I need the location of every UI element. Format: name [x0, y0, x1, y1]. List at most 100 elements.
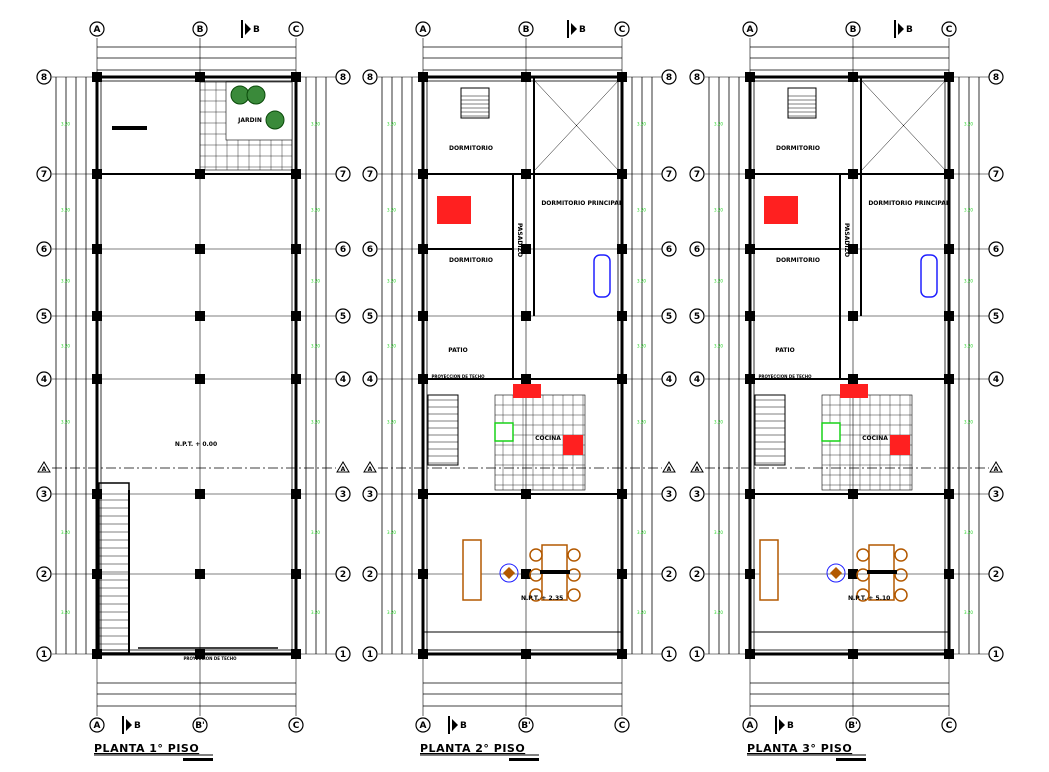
- structural-column: [745, 649, 755, 659]
- dimension-text: 3.20: [311, 122, 320, 127]
- section-triangle-icon: [662, 461, 676, 473]
- axis-label: 2: [694, 570, 700, 580]
- section-triangle-icon: [363, 461, 377, 473]
- section-label: A: [695, 466, 700, 473]
- structural-column: [848, 72, 858, 82]
- plan-title: PLANTA 3° PISO: [747, 742, 852, 755]
- structural-column: [291, 649, 301, 659]
- plan-title: PLANTA 1° PISO: [94, 742, 199, 755]
- axis-label: 4: [666, 375, 672, 385]
- axis-label: B': [195, 721, 205, 731]
- structural-column: [745, 569, 755, 579]
- axis-label: 2: [340, 570, 346, 580]
- axis-label: 6: [340, 245, 346, 255]
- axis-label: 3: [694, 490, 700, 500]
- plant-icon: [826, 563, 846, 583]
- axis-label: 5: [41, 312, 47, 322]
- axis-bubble: [362, 371, 378, 387]
- dimension-text: 3.20: [387, 122, 396, 127]
- axis-label: C: [619, 721, 626, 731]
- axis-bubble: [362, 166, 378, 182]
- axis-label: C: [293, 25, 300, 35]
- structural-column: [195, 489, 205, 499]
- axis-label: 3: [41, 490, 47, 500]
- axis-bubble: [614, 21, 630, 37]
- axis-label: 7: [694, 170, 700, 180]
- level-label: N.P.T. + 5.10: [848, 595, 890, 602]
- axis-label: 1: [367, 650, 373, 660]
- axis-bubble: [518, 21, 534, 37]
- axis-bubble: [335, 486, 351, 502]
- axis-bubble: [36, 166, 52, 182]
- axis-bubble: [988, 486, 1004, 502]
- axis-label: 8: [694, 73, 700, 83]
- dimension-text: 3.20: [637, 420, 646, 425]
- axis-bubble: [988, 308, 1004, 324]
- room-label: PATIO: [775, 347, 794, 354]
- room-label: COCINA: [862, 435, 888, 442]
- axis-label: 7: [340, 170, 346, 180]
- axis-bubble: [89, 717, 105, 733]
- axis-bubble: [362, 646, 378, 662]
- section-label: B: [460, 721, 467, 731]
- axis-bubble: [988, 646, 1004, 662]
- axis-bubble: [689, 166, 705, 182]
- bed-highlight-icon: [437, 196, 471, 224]
- structural-column: [418, 72, 428, 82]
- axis-bubble: [742, 717, 758, 733]
- axis-bubble: [415, 21, 431, 37]
- axis-label: 4: [367, 375, 373, 385]
- axis-label: 8: [340, 73, 346, 83]
- axis-bubble: [89, 21, 105, 37]
- structural-column: [745, 72, 755, 82]
- axis-bubble: [689, 646, 705, 662]
- dimension-text: 3.20: [387, 344, 396, 349]
- chair-icon: [529, 588, 543, 602]
- structural-column: [521, 72, 531, 82]
- room-label: DORMITORIO: [449, 257, 493, 264]
- axis-bubble: [661, 566, 677, 582]
- axis-bubble: [661, 371, 677, 387]
- section-arrow-icon: [245, 23, 251, 35]
- section-arrow-icon: [571, 23, 577, 35]
- axis-bubble: [362, 69, 378, 85]
- axis-bubble: [689, 371, 705, 387]
- structural-column: [92, 311, 102, 321]
- structural-column: [617, 649, 627, 659]
- axis-label: 2: [367, 570, 373, 580]
- dimension-text: 3.20: [964, 122, 973, 127]
- axis-bubble: [335, 308, 351, 324]
- room-label: PASADIZO: [843, 223, 850, 257]
- sink-icon: [494, 422, 514, 442]
- structural-column: [195, 244, 205, 254]
- axis-label: B': [848, 721, 858, 731]
- section-label: B: [579, 25, 586, 35]
- exterior-wall: [95, 75, 298, 656]
- axis-label: 8: [41, 73, 47, 83]
- chair-icon: [894, 548, 908, 562]
- section-label: A: [42, 466, 47, 473]
- section-arrow-icon: [126, 719, 132, 731]
- axis-bubble: [661, 241, 677, 257]
- level-label: N.P.T. + 2.35: [521, 595, 563, 602]
- plant-leaves-icon: [503, 567, 515, 579]
- axis-label: 5: [694, 312, 700, 322]
- axis-label: 7: [666, 170, 672, 180]
- dimension-text: 3.20: [964, 420, 973, 425]
- axis-label: B: [197, 25, 204, 35]
- dimension-text: 3.20: [714, 208, 723, 213]
- chair-icon: [567, 548, 581, 562]
- dimension-text: 3.20: [311, 344, 320, 349]
- axis-label: 8: [666, 73, 672, 83]
- structural-column: [944, 569, 954, 579]
- axis-label: 1: [694, 650, 700, 660]
- axis-bubble: [36, 371, 52, 387]
- room-label: COCINA: [535, 435, 561, 442]
- dimension-text: 3.20: [714, 122, 723, 127]
- axis-bubble: [661, 69, 677, 85]
- room-label: DORMITORIO: [776, 257, 820, 264]
- axis-bubble: [335, 241, 351, 257]
- structural-column: [617, 244, 627, 254]
- chair-icon: [894, 588, 908, 602]
